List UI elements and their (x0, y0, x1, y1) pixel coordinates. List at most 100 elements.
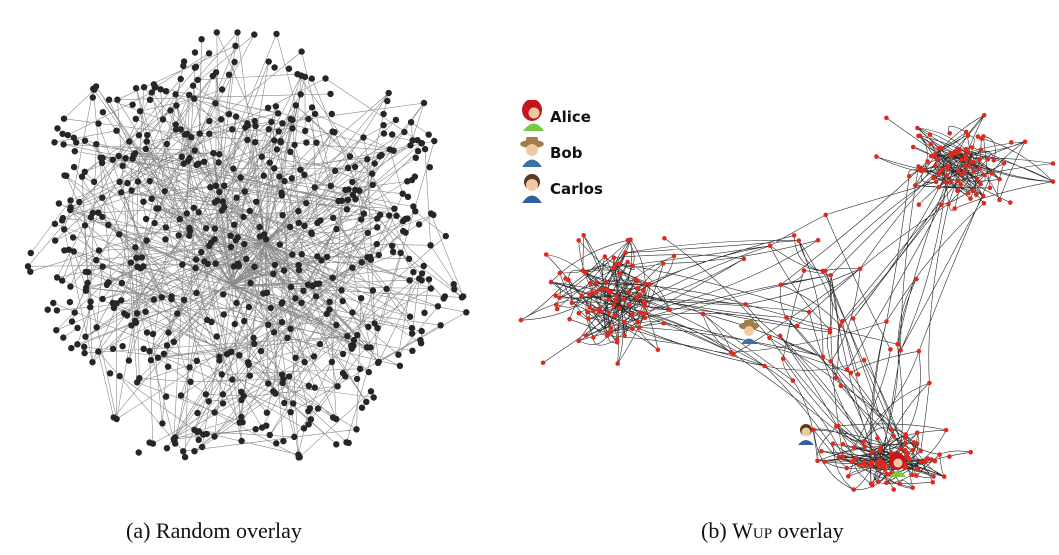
graph-node (441, 293, 449, 300)
graph-node (237, 174, 244, 181)
caption-wup-overlay: (b) Wup overlay (701, 518, 844, 544)
graph-node (91, 86, 98, 93)
graph-node (149, 330, 157, 338)
graph-node (1022, 139, 1028, 145)
graph-node (840, 454, 846, 460)
graph-node (247, 279, 254, 287)
graph-node (240, 213, 247, 221)
graph-node (863, 463, 869, 469)
graph-node (978, 147, 984, 153)
graph-node (543, 252, 549, 257)
graph-node (936, 184, 941, 190)
graph-node (179, 261, 186, 268)
graph-node (828, 273, 834, 278)
graph-node (93, 324, 100, 331)
graph-node (122, 155, 129, 162)
graph-node (227, 232, 234, 239)
graph-node (66, 298, 74, 306)
graph-node (963, 129, 969, 135)
graph-node (191, 147, 198, 154)
bob-avatar-icon (739, 320, 759, 344)
graph-node (330, 214, 337, 221)
graph-node (420, 262, 427, 270)
graph-node (322, 75, 329, 82)
graph-node (931, 474, 936, 479)
graph-node (303, 200, 310, 207)
graph-node (200, 158, 208, 165)
graph-node (119, 162, 126, 169)
graph-node (27, 249, 34, 257)
graph-node (869, 450, 875, 455)
graph-node (53, 307, 61, 314)
graph-node (794, 323, 800, 329)
graph-node (418, 277, 425, 284)
graph-node (136, 108, 144, 115)
graph-node (298, 48, 305, 55)
graph-node (944, 173, 949, 179)
graph-node (207, 184, 214, 191)
graph-node (67, 204, 74, 211)
graph-node (380, 122, 387, 129)
graph-node (148, 89, 156, 96)
graph-node (142, 215, 150, 223)
graph-node (891, 434, 897, 439)
graph-node (1009, 140, 1014, 145)
graph-node (743, 302, 748, 307)
graph-node (291, 141, 298, 149)
graph-node (968, 450, 973, 455)
graph-node (367, 256, 375, 263)
graph-node (937, 452, 942, 457)
graph-node (151, 219, 158, 227)
graph-node (162, 224, 170, 231)
graph-node (518, 317, 524, 323)
graph-node (202, 391, 210, 398)
graph-node (587, 305, 592, 310)
graph-node (246, 207, 253, 215)
graph-node (840, 318, 845, 324)
graph-node (623, 250, 628, 256)
legend-label-alice: Alice (550, 108, 591, 126)
graph-node (602, 254, 608, 259)
alice-avatar-icon (889, 452, 906, 477)
graph-node (271, 137, 278, 144)
graph-node (326, 298, 333, 306)
graph-node (216, 188, 223, 196)
graph-node (906, 173, 912, 179)
graph-node (233, 299, 240, 307)
graph-node (617, 271, 622, 277)
graph-node (898, 348, 903, 353)
graph-node (76, 198, 83, 206)
graph-node (95, 120, 102, 127)
graph-node (791, 233, 797, 238)
graph-node (437, 322, 444, 329)
graph-node (414, 137, 421, 144)
graph-node (629, 312, 635, 317)
graph-node (273, 146, 281, 153)
graph-node (246, 372, 254, 379)
graph-node (393, 212, 400, 219)
graph-node (162, 236, 169, 243)
graph-node (279, 120, 286, 127)
graph-node (238, 413, 245, 421)
graph-node (935, 157, 940, 162)
graph-node (367, 388, 375, 395)
graph-node (349, 309, 356, 316)
graph-node (941, 474, 947, 479)
graph-node (220, 291, 227, 298)
graph-node (61, 172, 68, 179)
graph-node (642, 311, 647, 316)
graph-node (978, 181, 983, 187)
graph-node (991, 158, 997, 163)
graph-node (177, 75, 184, 83)
graph-node (220, 311, 227, 318)
graph-node (132, 244, 139, 251)
graph-node (434, 303, 442, 310)
graph-node (350, 336, 358, 344)
graph-node (420, 99, 428, 107)
graph-node (54, 125, 61, 132)
graph-node (292, 354, 299, 361)
graph-node (124, 179, 131, 187)
graph-node (567, 316, 572, 322)
graph-node (186, 232, 193, 239)
graph-node (81, 168, 89, 175)
